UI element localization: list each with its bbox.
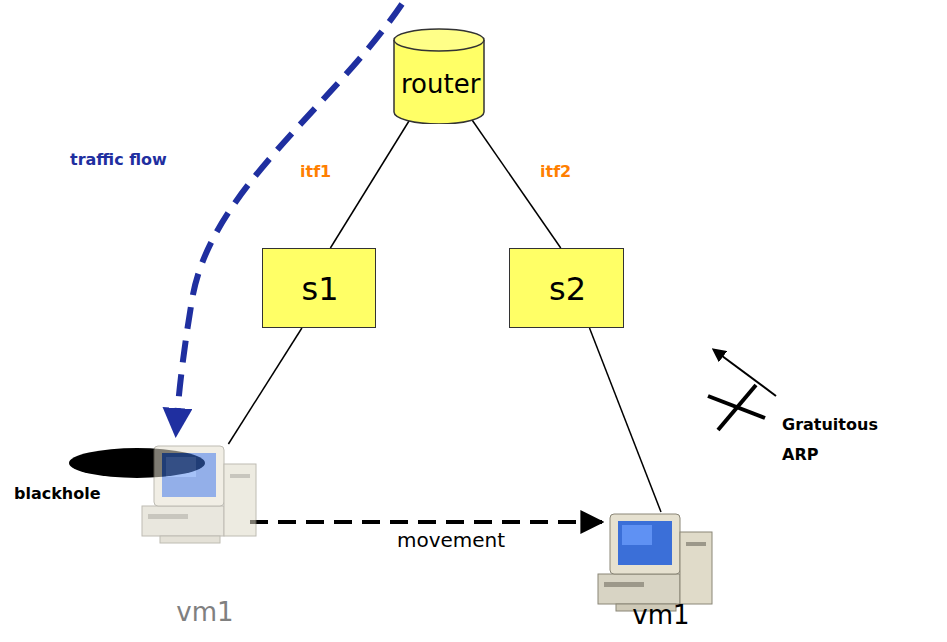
interface-label: itf1 <box>300 162 331 181</box>
vm-host: vm1 <box>140 444 270 629</box>
node-label: s1 <box>301 270 338 308</box>
movement-arrow <box>250 520 602 524</box>
traffic-flow-arrow <box>176 4 402 432</box>
vm-label: vm1 <box>632 600 689 630</box>
computer-icon <box>596 512 716 612</box>
blackhole-label: blackhole <box>14 484 101 503</box>
edge-label: movement <box>394 528 508 552</box>
router-cylinder: router <box>393 28 488 124</box>
vm-host: vm1 <box>596 512 726 632</box>
arp-cross <box>718 385 756 430</box>
flow-label: traffic flow <box>70 150 167 169</box>
interface-label: itf2 <box>540 162 571 181</box>
link-line <box>228 328 302 444</box>
switch-box: s2 <box>509 248 624 328</box>
arp-label: Gratuitous ARP <box>782 410 892 470</box>
link-line <box>590 328 662 512</box>
vm-label: vm1 <box>176 597 233 627</box>
link-line <box>469 116 560 248</box>
switch-box: s1 <box>262 248 376 328</box>
node-label: router <box>401 69 480 99</box>
link-line <box>330 116 412 248</box>
node-label: s2 <box>549 270 586 308</box>
arp-arrow <box>714 350 776 396</box>
computer-icon <box>140 444 260 544</box>
